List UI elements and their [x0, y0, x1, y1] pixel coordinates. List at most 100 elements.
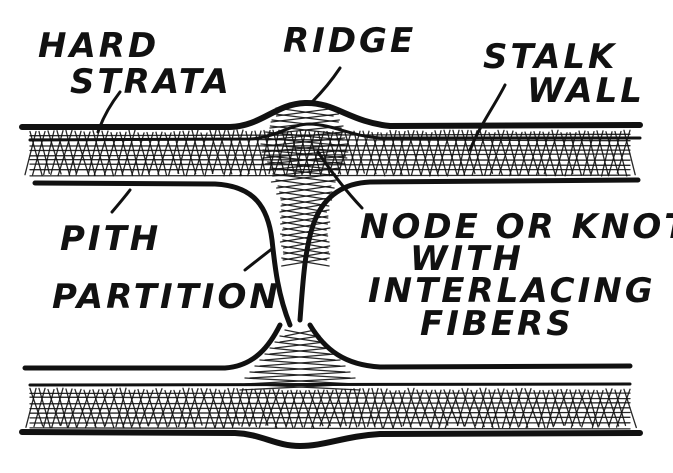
fiber-stroke [29, 396, 631, 400]
fiber-stroke [177, 387, 190, 428]
fiber-stroke [228, 129, 244, 177]
fiber-stroke [38, 130, 50, 175]
lower-wall-outer-edge [19, 429, 643, 449]
fiber-stroke [282, 239, 327, 249]
fiber-stroke [560, 132, 574, 175]
label-strata: STRATA [70, 62, 232, 102]
fiber-stroke [65, 129, 77, 174]
label-pith: PITH [60, 219, 161, 259]
fiber-stroke [533, 389, 546, 429]
fiber-stroke [546, 389, 559, 429]
fiber-stroke [104, 387, 118, 427]
fiber-stroke [570, 389, 586, 429]
fiber-stroke [236, 388, 250, 427]
fiber-stroke [29, 402, 631, 405]
fiber-stroke [299, 390, 315, 429]
fiber-stroke [29, 387, 44, 427]
fiber-stroke [43, 130, 55, 176]
hard-strata-leader [96, 90, 122, 134]
fiber-stroke [254, 365, 346, 373]
fiber-stroke [362, 130, 377, 175]
fiber-stroke [92, 130, 106, 176]
fiber-stroke [209, 129, 224, 174]
fiber-stroke [265, 388, 280, 426]
upper-wall-inner-edge [32, 180, 293, 328]
fiber-stroke [177, 130, 190, 174]
fiber-stroke [29, 153, 631, 157]
label-wall: WALL [527, 71, 645, 111]
fiber-stroke [456, 387, 469, 427]
upper-wall-inner-edge-right [297, 177, 641, 323]
fiber-stroke [74, 388, 88, 426]
fiber-stroke [587, 389, 599, 428]
fiber-stroke [263, 389, 278, 429]
ridge-leader [310, 66, 342, 104]
fiber-stroke [356, 130, 370, 176]
fiber-stroke [47, 388, 61, 426]
fiber-stroke [155, 388, 168, 428]
fiber-stroke [274, 341, 326, 349]
lower-wall-inner-edge [22, 322, 283, 371]
fiber-stroke [259, 359, 341, 367]
fiber-stroke [249, 371, 351, 379]
fiber-stroke [366, 387, 379, 427]
fiber-stroke [94, 388, 109, 427]
fiber-stroke [488, 389, 500, 429]
fiber-stroke [139, 389, 154, 426]
fiber-stroke [281, 390, 294, 429]
fiber-stroke [275, 107, 338, 117]
fiber-stroke [280, 191, 333, 201]
fiber-stroke [542, 389, 554, 428]
fiber-stroke [244, 377, 356, 385]
fiber-stroke [596, 389, 610, 428]
partition-leader [243, 246, 275, 272]
upper-wall-outer-edge [19, 99, 643, 130]
fiber-stroke [357, 388, 370, 427]
fiber-stroke [146, 389, 158, 426]
fiber-stroke [525, 389, 541, 429]
label-fibers: FIBERS [420, 304, 574, 344]
lower-wall-mid-line [28, 382, 632, 387]
fiber-stroke [29, 133, 631, 137]
pith-leader [110, 188, 132, 214]
fiber-stroke [265, 131, 345, 141]
fiber-stroke [398, 390, 412, 428]
fiber-stroke [497, 388, 511, 426]
fiber-stroke [591, 389, 604, 429]
fiber-stroke [444, 389, 460, 429]
fiber-stroke [214, 389, 226, 429]
fiber-stroke [29, 411, 631, 414]
fiber-stroke [182, 387, 196, 428]
fiber-stroke [193, 388, 208, 427]
fiber-stroke [131, 388, 145, 427]
fiber-stroke [87, 130, 100, 175]
fiber-stroke [47, 130, 62, 175]
fiber-stroke [191, 388, 203, 426]
fiber-stroke [279, 335, 321, 343]
fiber-stroke [438, 389, 451, 429]
fiber-stroke [236, 129, 250, 175]
node-leader [316, 150, 364, 210]
fiber-stroke [284, 329, 316, 337]
stalk-wall-leader [468, 83, 507, 152]
fiber-stroke [407, 387, 422, 427]
label-node-or-knot: NODE OR KNOT [360, 207, 673, 247]
fiber-stroke [33, 387, 46, 428]
fiber-stroke [430, 389, 442, 429]
fiber-stroke [191, 129, 205, 175]
fiber-stroke [481, 389, 496, 429]
fiber-stroke [128, 129, 140, 176]
fiber-stroke [115, 387, 127, 428]
fiber-stroke [227, 387, 240, 426]
label-partition: PARTITION [52, 277, 281, 317]
fiber-stroke [185, 129, 199, 177]
fiber-stroke [29, 427, 631, 430]
fiber-stroke [382, 390, 397, 429]
fiber-stroke [60, 388, 73, 427]
fiber-stroke [269, 347, 331, 355]
fiber-stroke [392, 390, 406, 429]
lower-wall-inner-edge-right [307, 322, 633, 370]
lower-wall-fibers [25, 387, 637, 430]
